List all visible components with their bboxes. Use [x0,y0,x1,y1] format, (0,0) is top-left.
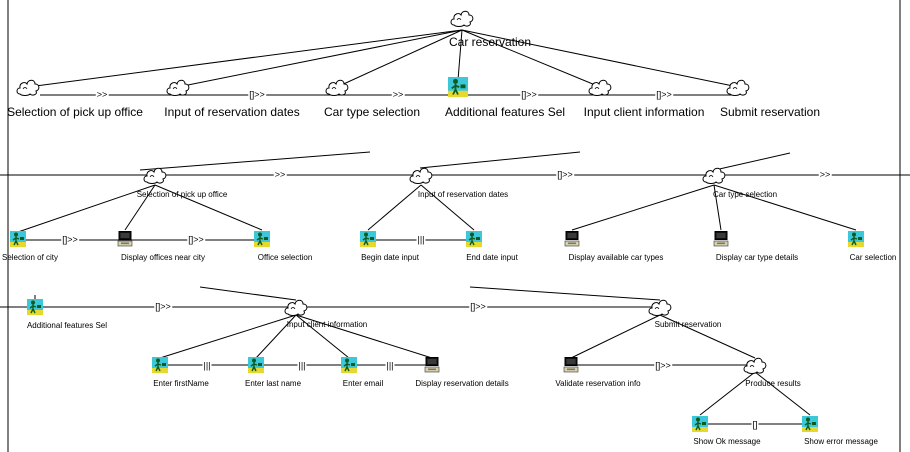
level1-task-label: Car type selection [323,105,421,119]
subtask-head-label: Submit reservation [654,320,722,329]
computer-icon[interactable] [713,231,729,252]
leaf-operator: []>> [187,234,205,245]
leaf-task-label: Begin date input [361,253,419,262]
leaf-operator: ||| [202,360,212,371]
level1-operator: >> [95,89,109,100]
leaf-task-label: Selection of city [1,253,59,262]
user-icon[interactable] [360,231,376,252]
level1-task-label: Selection of pick up office [7,105,143,119]
level1-operator: >> [391,89,405,100]
leaf-task-label: Enter firstName [153,379,209,388]
leaf-task-label: Display reservation details [415,379,509,388]
leaf-task-label: Car selection [849,253,897,262]
user-icon[interactable] [848,231,864,252]
leaf-operator: ||| [385,360,395,371]
subtask-head-operator: >> [818,169,832,180]
subtask-cloud-icon[interactable] [283,297,309,322]
subtask-head-label: Car type selection [712,190,778,199]
level1-task-label: Input client information [583,105,705,119]
leaf-operator: ||| [416,234,426,245]
leaf-task-label: Validate reservation info [555,379,641,388]
user-icon[interactable] [248,357,264,378]
leaf-task-label: Display car type details [715,253,799,262]
subtask-head-label: Produce results [745,379,801,388]
leaf-task-label: Show error message [804,437,878,446]
subtask-head-operator: >> [273,169,287,180]
subtask-cloud-icon[interactable] [742,355,768,380]
subtask-head-operator: []>> [556,169,574,180]
subtask-head-operator: []>> [154,301,172,312]
level1-task-label: Submit reservation [719,105,821,119]
user-icon[interactable] [341,357,357,378]
user-icon[interactable] [152,357,168,378]
subtask-cloud-icon[interactable] [142,165,168,190]
subtask-head-label: Additional features Sel [26,321,108,330]
level1-cloud-icon[interactable] [587,77,613,102]
leaf-operator: [] [751,419,759,430]
computer-icon[interactable] [117,231,133,252]
level1-cloud-icon[interactable] [165,77,191,102]
root-cloud-icon[interactable] [449,8,475,33]
leaf-operator: []>> [61,234,79,245]
computer-icon[interactable] [563,357,579,378]
subtask-cloud-icon[interactable] [408,165,434,190]
leaf-task-label: Show Ok message [693,437,761,446]
subtask-head-label: Input client information [286,320,368,329]
leaf-task-label: Enter last name [244,379,302,388]
leaf-task-label: Office selection [257,253,313,262]
level1-task-label: Additional features Sel [444,105,566,119]
root-task-label: Car reservation [448,35,532,49]
leaf-operator: ||| [297,360,307,371]
level1-operator: []>> [655,89,673,100]
leaf-task-label: Display offices near city [121,253,205,262]
level1-cloud-icon[interactable] [324,77,350,102]
leaf-task-label: Display available car types [568,253,664,262]
level1-operator: []>> [248,89,266,100]
level1-task-label: Input of reservation dates [164,105,300,119]
subtask-head-label: Input of reservation dates [417,190,509,199]
level1-operator: []>> [520,89,538,100]
computer-icon[interactable] [564,231,580,252]
computer-icon[interactable] [424,357,440,378]
user-icon[interactable] [692,416,708,437]
level1-user-icon[interactable] [448,76,468,103]
user-icon[interactable] [10,231,26,252]
user-icon[interactable] [466,231,482,252]
user-icon[interactable] [802,416,818,437]
user-icon[interactable] [27,299,43,320]
subtask-cloud-icon[interactable] [701,165,727,190]
leaf-task-label: End date input [466,253,518,262]
level1-cloud-icon[interactable] [725,77,751,102]
level1-cloud-icon[interactable] [15,77,41,102]
subtask-head-label: Selection of pick up office [136,190,228,199]
subtask-cloud-icon[interactable] [647,297,673,322]
user-icon[interactable] [254,231,270,252]
leaf-task-label: Enter email [342,379,384,388]
subtask-head-operator: []>> [469,301,487,312]
leaf-operator: []>> [654,360,672,371]
